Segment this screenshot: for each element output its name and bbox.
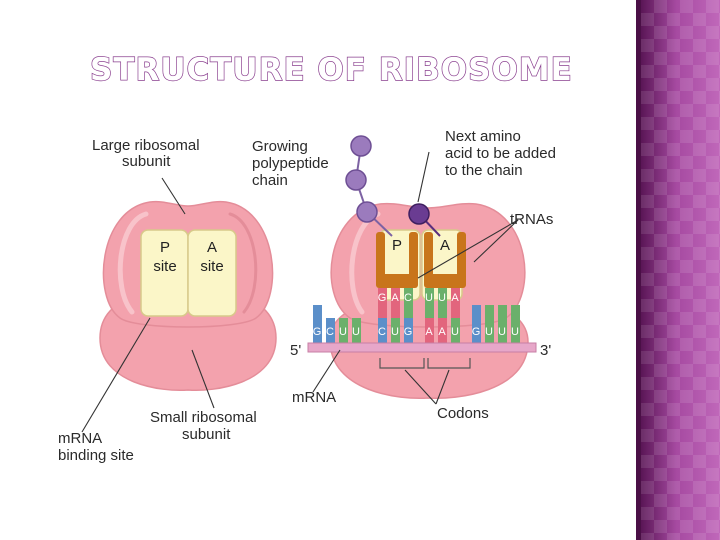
- right-a-label: A: [440, 237, 450, 254]
- mrna-base: U: [511, 326, 519, 338]
- label-trnas: tRNAs: [510, 211, 553, 228]
- label-codons: Codons: [437, 405, 489, 422]
- mrna-base: U: [498, 326, 506, 338]
- next-amino-acid: [408, 203, 430, 225]
- left-a-site-box: [187, 229, 237, 317]
- mrna-base: G: [472, 326, 481, 338]
- anticodon-base: U: [425, 292, 433, 304]
- label-three-prime: 3': [540, 342, 551, 359]
- anticodon-base-labels: G A C U U A: [378, 292, 460, 304]
- label-mrna-binding-line2: binding site: [58, 447, 134, 464]
- label-large-subunit-line2: subunit: [122, 153, 171, 170]
- polypeptide-chain: [345, 135, 393, 237]
- left-p-site-label: site: [153, 258, 176, 275]
- anticodon-base: A: [451, 292, 459, 304]
- label-growing-chain-line2: polypeptide: [252, 155, 329, 172]
- label-next-amino-line3: to the chain: [445, 162, 523, 179]
- left-p-label: P: [160, 239, 170, 256]
- amino-acid-bead: [345, 169, 367, 191]
- anticodon-base: G: [378, 292, 387, 304]
- label-large-subunit-line1: Large ribosomal: [92, 137, 200, 154]
- diagram-labels: Large ribosomal subunit Growing polypept…: [58, 128, 556, 464]
- label-five-prime: 5': [290, 342, 301, 359]
- ribosome-diagram: P site A site P A: [58, 128, 556, 464]
- label-next-amino-line2: acid to be added: [445, 145, 556, 162]
- anticodon-bars: [378, 288, 460, 318]
- decorative-side-panel: [641, 0, 720, 540]
- label-growing-chain-line1: Growing: [252, 138, 308, 155]
- mrna-base-labels: G C U U C U G A A U G U U U: [313, 326, 519, 338]
- mrna-backbone: [307, 342, 537, 353]
- label-mrna: mRNA: [292, 389, 336, 406]
- label-next-amino-line1: Next amino: [445, 128, 521, 145]
- anticodon-base: C: [404, 292, 412, 304]
- mrna-base: U: [339, 326, 347, 338]
- right-ribosome: P A G A C U U A: [307, 135, 537, 400]
- codon-bracket: [379, 358, 425, 369]
- mrna-base-bars: [313, 305, 520, 343]
- mrna-base: A: [425, 326, 433, 338]
- mrna-base: U: [391, 326, 399, 338]
- anticodon-base: A: [391, 292, 399, 304]
- mrna-base: U: [352, 326, 360, 338]
- label-small-subunit-line2: subunit: [182, 426, 231, 443]
- label-mrna-binding-line1: mRNA: [58, 430, 102, 447]
- pointer-lines: [81, 151, 519, 433]
- amino-acid-bead: [356, 201, 378, 223]
- trna-p-site: [376, 232, 418, 288]
- left-a-site-label: site: [200, 258, 223, 275]
- slide-title: STRUCTURE OF RIBOSOME: [89, 51, 573, 88]
- left-a-label: A: [207, 239, 217, 256]
- mrna-base: U: [485, 326, 493, 338]
- mrna-base: C: [326, 326, 334, 338]
- mrna-base: G: [313, 326, 322, 338]
- mrna-base: G: [404, 326, 413, 338]
- amino-acid-bead: [350, 135, 372, 157]
- side-panel-edge: [636, 0, 641, 540]
- label-growing-chain-line3: chain: [252, 172, 288, 189]
- anticodon-base: U: [438, 292, 446, 304]
- mrna-base: A: [438, 326, 446, 338]
- codon-bracket: [427, 358, 471, 369]
- label-small-subunit-line1: Small ribosomal: [150, 409, 257, 426]
- left-ribosome: P site A site: [99, 200, 277, 392]
- mrna-base: U: [451, 326, 459, 338]
- right-p-label: P: [392, 237, 402, 254]
- mrna-base: C: [378, 326, 386, 338]
